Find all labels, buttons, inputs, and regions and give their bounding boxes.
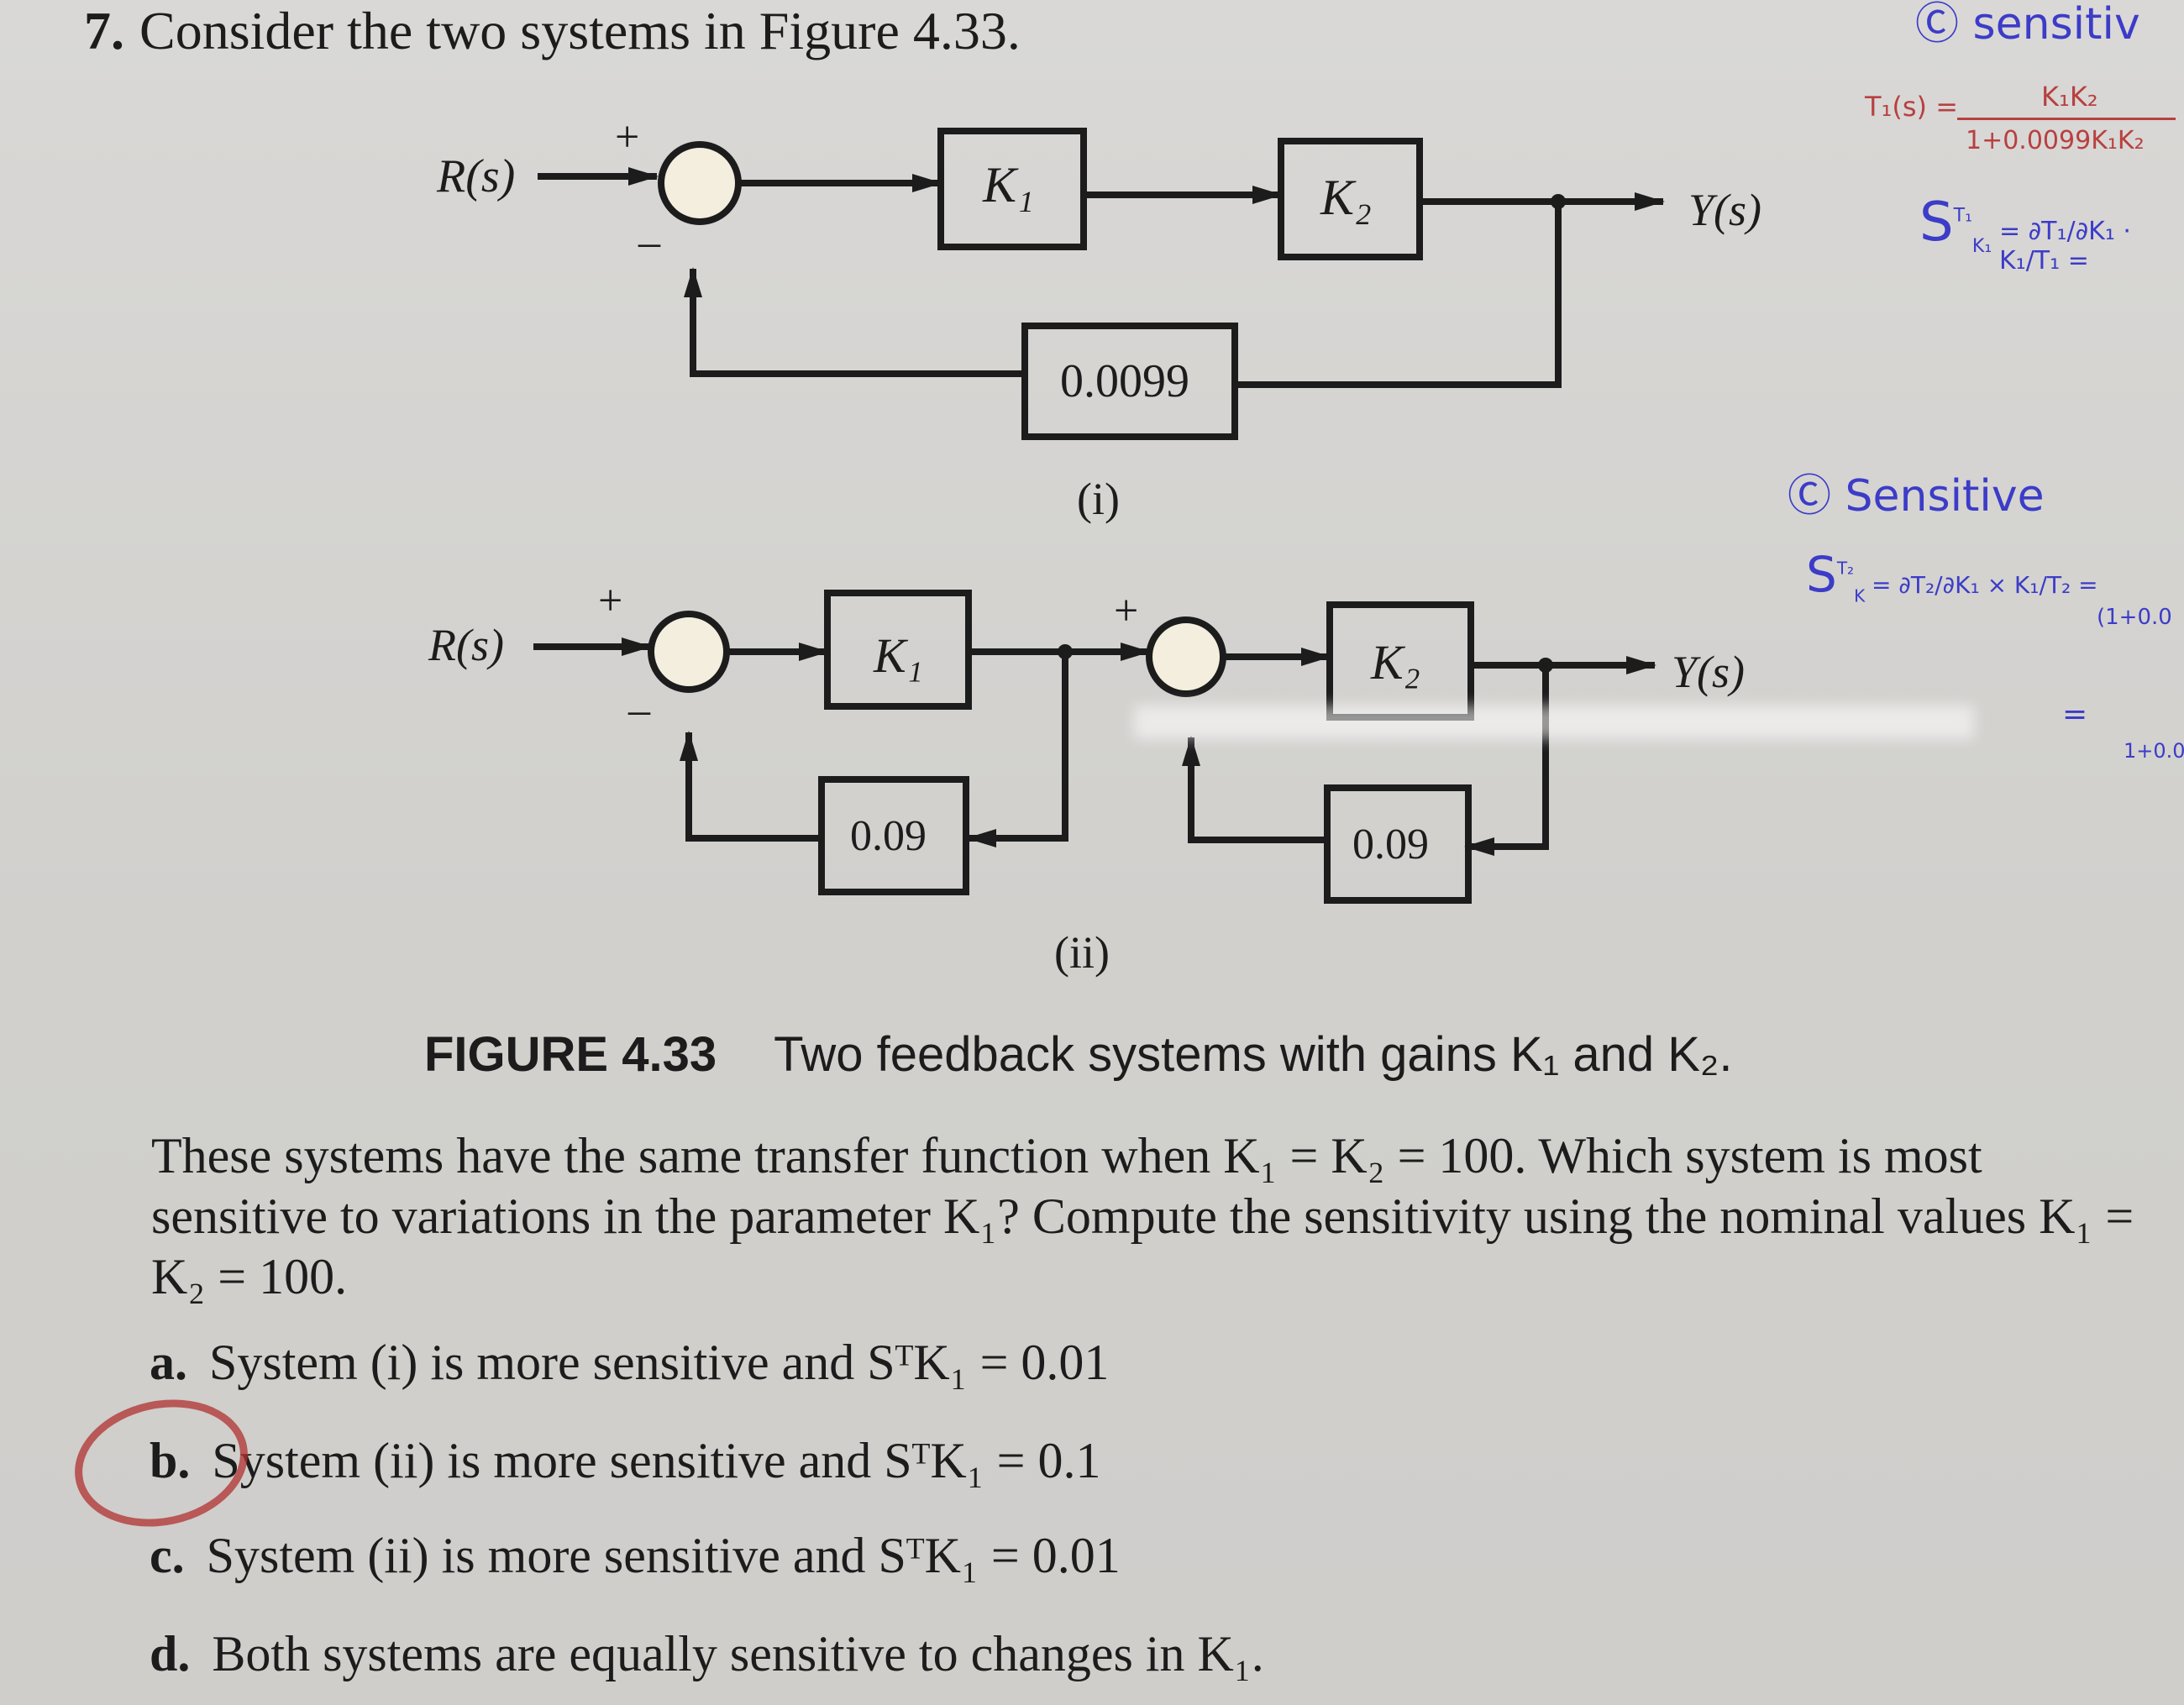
k1-block-i (937, 128, 1087, 250)
feedback-path-ii-2b (1182, 736, 1327, 843)
hand-s1-symbol: S (1919, 191, 1954, 254)
problem-title: 7. Consider the two systems in Figure 4.3… (84, 0, 1021, 62)
hand-s1-sup: T₁ (1953, 205, 1972, 227)
feedback-gain-ii-1: 0.09 (850, 812, 927, 860)
feedback-gain-ii-2: 0.09 (1352, 821, 1429, 868)
k1-label-i: K₁ (982, 157, 1034, 212)
hand-s2-rhs: = ∂T₂/∂K₁ × K₁/T₂ = (1872, 571, 2098, 599)
hand-note-top: Ⓒ sensitiv (1915, 0, 2140, 50)
plus-sign-ii-1: + (598, 577, 622, 625)
takeoff-point-i (1551, 194, 1566, 209)
feedback-path-i-b (684, 267, 1025, 377)
option-a-letter: a. (150, 1335, 187, 1390)
summing-junction-ii-1 (648, 611, 730, 693)
feedback-gain-i: 0.0099 (1060, 355, 1189, 407)
hand-t1-fraction-bar (1957, 118, 2176, 120)
hand-ct-sensitive: Ⓒ Sensitive (1788, 471, 2045, 522)
takeoff-point-ii-1 (1058, 644, 1073, 659)
option-c-letter: c. (150, 1528, 185, 1583)
hand-far-den: 1+0.0 (2124, 739, 2184, 763)
option-c[interactable]: c. System (ii) is more sensitive and SᵀK₁… (150, 1527, 1121, 1585)
output-label-i: Y(s) (1688, 185, 1761, 235)
hand-s2-sub: K (1854, 585, 1866, 606)
option-c-text: System (ii) is more sensitive and SᵀK₁ =… (206, 1528, 1121, 1583)
plus-sign-i: + (615, 113, 639, 161)
hand-s1-sub: K₁ (1971, 235, 1992, 257)
option-a[interactable]: a. System (i) is more sensitive and SᵀK₁ … (150, 1334, 1109, 1392)
k2-label-ii: K₂ (1370, 635, 1420, 690)
hand-s2: ST₂ K (1806, 546, 1865, 606)
feedback-path-i-a (1235, 202, 1562, 388)
output-label-ii: Y(s) (1672, 647, 1745, 697)
input-label-ii: R(s) (428, 620, 504, 670)
light-glare (1134, 706, 1974, 739)
k2-label-i: K₂ (1320, 170, 1372, 225)
k1-label-ii: K₁ (873, 628, 923, 683)
option-b-letter: b. (150, 1433, 191, 1488)
hand-t1-num: K₁K₂ (2041, 81, 2098, 113)
label-i: (i) (1077, 474, 1120, 524)
hand-t1-den: 1+0.0099K₁K₂ (1966, 126, 2145, 155)
hand-s2-far: (1+0.0 (2097, 605, 2172, 630)
label-ii: (ii) (1054, 927, 1110, 978)
option-b-text: System (ii) is more sensitive and SᵀK₁ =… (212, 1433, 1101, 1488)
summing-junction-ii-2 (1146, 616, 1226, 697)
hand-eq-sign: = (2062, 697, 2088, 732)
problem-title-text: Consider the two systems in Figure 4.33. (139, 1, 1021, 60)
feedback-path-ii-1a (966, 652, 1068, 847)
feedback-block-ii-2 (1324, 784, 1472, 904)
input-label-i: R(s) (436, 150, 515, 202)
option-a-text: System (i) is more sensitive and SᵀK₁ = … (209, 1335, 1110, 1390)
figure-caption-text: Two feedback systems with gains K₁ and K… (774, 1027, 1733, 1082)
figure-caption: FIGURE 4.33 Two feedback systems with gai… (424, 1026, 1733, 1083)
feedback-path-ii-2a (1464, 665, 1549, 856)
problem-statement: These systems have the same transfer fun… (151, 1128, 2134, 1304)
problem-number: 7. (84, 1, 124, 60)
option-b[interactable]: b. System (ii) is more sensitive and SᵀK₁… (150, 1432, 1100, 1490)
hand-s1: ST₁ K₁ (1919, 191, 1992, 257)
diagram-i (538, 128, 1665, 440)
minus-sign-ii-1: – (627, 686, 651, 734)
feedback-block-i (1021, 323, 1238, 440)
option-d-text: Both systems are equally sensitive to ch… (212, 1626, 1264, 1681)
diagram-ii (533, 590, 1656, 904)
feedback-path-ii-1b (680, 731, 822, 842)
plus-sign-ii-2: + (1114, 587, 1138, 635)
summing-junction-i (658, 141, 742, 225)
hand-s2-sup: T₂ (1836, 558, 1855, 579)
figure-number: FIGURE 4.33 (424, 1027, 717, 1082)
takeoff-point-ii-2 (1538, 658, 1553, 673)
option-d[interactable]: d. Both systems are equally sensitive to … (150, 1625, 1264, 1683)
hand-s1-rhs: = ∂T₁/∂K₁ · K₁/T₁ = (1999, 217, 2131, 275)
option-d-letter: d. (150, 1626, 191, 1681)
hand-s2-symbol: S (1806, 546, 1837, 603)
hand-t1-lhs: T₁(s) = (1865, 91, 1958, 123)
minus-sign-i: – (638, 218, 661, 266)
